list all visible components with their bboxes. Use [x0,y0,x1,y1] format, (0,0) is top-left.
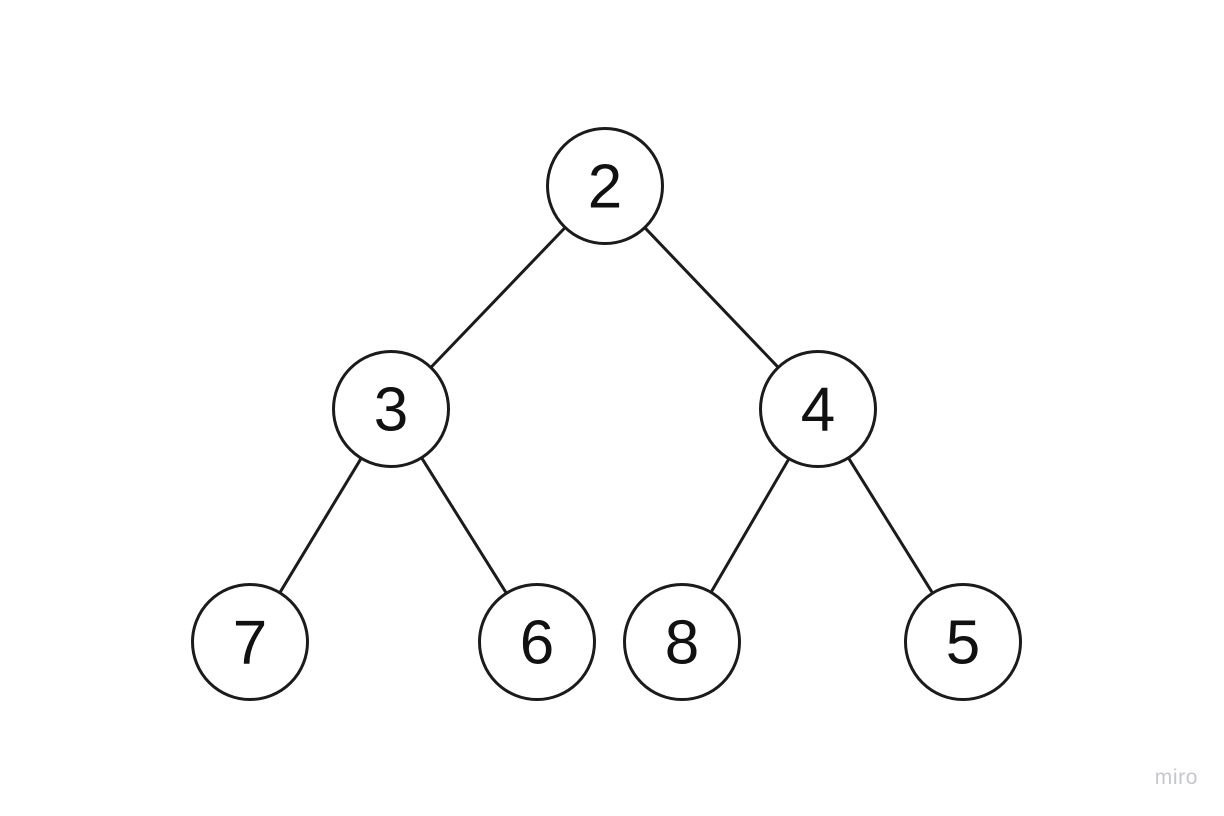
node-label: 3 [374,376,408,445]
node-circle[interactable] [546,127,664,245]
node-circle[interactable] [759,350,877,468]
tree-edge [429,225,567,370]
node-label: 6 [520,609,554,678]
miro-watermark: miro [1154,766,1198,789]
tree-node[interactable]: 2 [546,127,664,245]
tree-edge [709,457,791,594]
tree-node[interactable]: 7 [191,583,309,701]
node-layer: 2 3 4 7 6 8 5 [191,127,1022,701]
tree-node[interactable]: 8 [623,583,741,701]
tree-node[interactable]: 6 [478,583,596,701]
tree-edge [278,456,363,595]
node-label: 4 [801,376,835,445]
node-circle[interactable] [332,350,450,468]
tree-edge [643,226,780,369]
node-circle[interactable] [904,583,1022,701]
node-label: 7 [233,609,267,678]
node-circle[interactable] [623,583,741,701]
tree-node[interactable]: 4 [759,350,877,468]
node-label: 5 [946,609,980,678]
edge-layer [278,225,935,595]
tree-edge [420,456,508,595]
tree-node[interactable]: 5 [904,583,1022,701]
tree-node[interactable]: 3 [332,350,450,468]
node-label: 8 [665,609,699,678]
node-circle[interactable] [191,583,309,701]
node-label: 2 [588,153,622,222]
node-circle[interactable] [478,583,596,701]
tree-edge [846,456,935,595]
